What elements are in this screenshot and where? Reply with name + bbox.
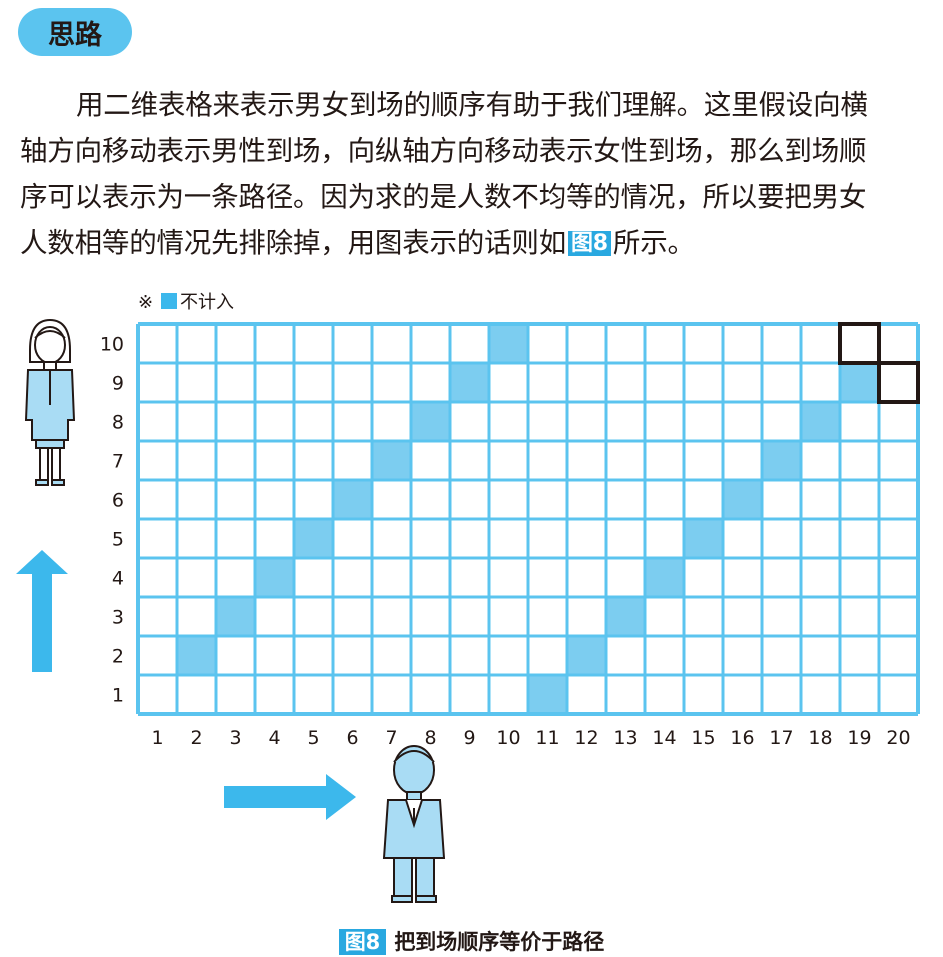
excluded-cell (645, 558, 684, 597)
legend-note-text: 不计入 (180, 292, 234, 313)
x-tick-label: 5 (307, 727, 319, 749)
legend-note-symbol: ※ (138, 292, 153, 313)
figure-reference-tag: 图8 (568, 231, 611, 256)
excluded-cells (177, 324, 879, 714)
x-tick-label: 13 (613, 727, 637, 749)
x-tick-label: 8 (424, 727, 436, 749)
excluded-cell (333, 480, 372, 519)
x-tick-label: 20 (886, 727, 910, 749)
paragraph-line-3: 序可以表示为一条路径。因为求的是人数不均等的情况，所以要把男女 (20, 181, 867, 213)
excluded-cell (567, 636, 606, 675)
section-header-pill: 思路 (18, 8, 132, 56)
y-tick-label: 2 (112, 646, 124, 668)
y-axis-labels: 1 2 3 4 5 6 7 8 9 10 (100, 334, 124, 707)
excluded-cell (450, 363, 489, 402)
up-arrow-icon (16, 550, 68, 672)
y-tick-label: 1 (112, 685, 124, 707)
x-tick-label: 14 (652, 727, 676, 749)
x-tick-label: 16 (730, 727, 754, 749)
y-tick-label: 10 (100, 334, 124, 356)
x-tick-label: 1 (151, 727, 163, 749)
x-tick-label: 2 (190, 727, 202, 749)
excluded-cell (528, 675, 567, 714)
x-tick-label: 7 (385, 727, 397, 749)
x-tick-label: 10 (496, 727, 520, 749)
woman-figure-icon (24, 318, 76, 486)
y-tick-label: 6 (112, 490, 124, 512)
highlighted-cells (838, 322, 920, 404)
x-tick-label: 9 (463, 727, 475, 749)
x-tick-label: 11 (535, 727, 559, 749)
excluded-cell (606, 597, 645, 636)
excluded-cell (684, 519, 723, 558)
paragraph-line-2: 轴方向移动表示男性到场，向纵轴方向移动表示女性到场，那么到场顺 (20, 135, 867, 167)
legend-swatch (161, 293, 177, 309)
y-tick-label: 5 (112, 529, 124, 551)
excluded-cell (411, 402, 450, 441)
excluded-cell (372, 441, 411, 480)
paragraph-line-1: 用二维表格来表示男女到场的顺序有助于我们理解。这里假设向横 (76, 89, 868, 121)
x-tick-label: 18 (808, 727, 832, 749)
excluded-cell (489, 324, 528, 363)
excluded-cell (723, 480, 762, 519)
x-tick-label: 4 (268, 727, 280, 749)
excluded-cell (255, 558, 294, 597)
excluded-cell (801, 402, 840, 441)
x-tick-label: 12 (574, 727, 598, 749)
excluded-cell (762, 441, 801, 480)
excluded-cell (177, 636, 216, 675)
y-tick-label: 8 (112, 412, 124, 434)
caption-tag: 图8 (338, 929, 387, 955)
right-arrow-icon (224, 774, 356, 820)
grid-lines (136, 322, 920, 716)
highlighted-cell (877, 361, 920, 404)
excluded-cell (840, 363, 879, 402)
x-tick-label: 3 (229, 727, 241, 749)
section-header-label: 思路 (48, 19, 102, 51)
y-tick-label: 4 (112, 568, 124, 590)
intro-paragraph: 用二维表格来表示男女到场的顺序有助于我们理解。这里假设向横 轴方向移动表示男性到… (20, 82, 935, 269)
paragraph-line-4-text: 人数相等的情况先排除掉，用图表示的话则如 (20, 227, 566, 259)
y-tick-label: 9 (112, 373, 124, 395)
highlighted-cell (838, 322, 881, 365)
y-tick-label: 3 (112, 607, 124, 629)
x-tick-label: 6 (346, 727, 358, 749)
excluded-cell (294, 519, 333, 558)
x-tick-label: 15 (691, 727, 715, 749)
man-figure-icon (382, 745, 446, 903)
x-tick-label: 17 (769, 727, 793, 749)
y-tick-label: 7 (112, 451, 124, 473)
caption-text: 把到场顺序等价于路径 (394, 930, 605, 954)
excluded-cell (216, 597, 255, 636)
x-tick-label: 19 (847, 727, 871, 749)
figure-caption: 图8 把到场顺序等价于路径 (0, 926, 943, 956)
paragraph-line-4-end: 所示。 (612, 227, 695, 259)
